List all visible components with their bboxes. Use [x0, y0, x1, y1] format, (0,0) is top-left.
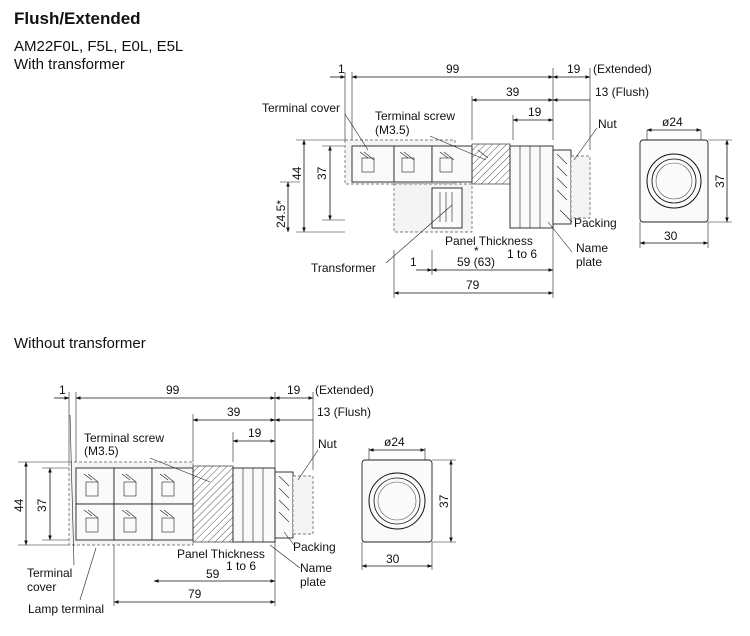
section-title: Flush/Extended — [14, 9, 141, 28]
dim-19: 19 — [248, 426, 262, 440]
dim-59: 59 — [206, 567, 220, 581]
label-1-to-6: 1 to 6 — [226, 559, 256, 573]
label-transformer: Transformer — [311, 261, 376, 275]
label-panel-thickness: Panel Thickness — [177, 547, 265, 561]
label-cover: cover — [27, 580, 56, 594]
dim-1: 1 — [59, 383, 66, 397]
dim-side-30: 30 — [664, 229, 678, 243]
dim-79: 79 — [188, 587, 202, 601]
drawing-with-transformer: 1 99 19 (Extended) 39 13 (Flush) 19 44 3… — [262, 62, 732, 298]
dim-39: 39 — [506, 85, 520, 99]
label-terminal: Terminal — [27, 566, 72, 580]
label-name: Name — [576, 241, 608, 255]
label-1-to-6: 1 to 6 — [507, 247, 537, 261]
dim-13-flush: 13 (Flush) — [317, 405, 371, 419]
dim-99: 99 — [166, 383, 180, 397]
dim-19-extended: 19 — [287, 383, 301, 397]
label-packing: Packing — [293, 540, 336, 554]
dim-59: 59 (63) — [457, 255, 495, 269]
extended-label: (Extended) — [593, 62, 652, 76]
label-nut: Nut — [598, 117, 617, 131]
dim-diameter: ø24 — [384, 435, 405, 449]
dim-side-30: 30 — [386, 552, 400, 566]
dim-37: 37 — [315, 166, 329, 180]
label-nut: Nut — [318, 437, 337, 451]
label-name: Name — [300, 561, 332, 575]
label-terminal-cover: Terminal cover — [262, 101, 340, 115]
dim-99: 99 — [446, 62, 460, 76]
dim-side-37: 37 — [437, 494, 451, 508]
dim-39: 39 — [227, 405, 241, 419]
extended-label: (Extended) — [315, 383, 374, 397]
dim-diameter: ø24 — [662, 115, 683, 129]
dim-19-extended: 19 — [567, 62, 581, 76]
without-transformer-heading: Without transformer — [14, 335, 146, 352]
label-terminal-screw: Terminal screw — [375, 109, 455, 123]
dim-79: 79 — [466, 278, 480, 292]
label-plate: plate — [576, 255, 602, 269]
dim-37: 37 — [35, 498, 49, 512]
dim-13-flush: 13 (Flush) — [595, 85, 649, 99]
model-numbers: AM22F0L, F5L, E0L, E5L — [14, 38, 184, 55]
dim-19: 19 — [528, 105, 542, 119]
dim-24-5: 24.5* — [274, 200, 288, 228]
label-packing: Packing — [574, 216, 617, 230]
label-plate: plate — [300, 575, 326, 589]
label-panel-thickness: Panel Thickness — [445, 234, 533, 248]
dim-44: 44 — [12, 498, 26, 512]
label-terminal-screw: Terminal screw — [84, 431, 164, 445]
label-lamp-terminal: Lamp terminal — [28, 602, 104, 616]
label-star: * — [474, 244, 479, 258]
dim-1-bottom: 1 — [410, 255, 417, 269]
dim-44: 44 — [290, 166, 304, 180]
with-transformer-heading: With transformer — [14, 56, 125, 73]
dim-1: 1 — [338, 62, 345, 76]
label-m35: (M3.5) — [375, 123, 410, 137]
dim-side-37: 37 — [713, 174, 727, 188]
drawing-without-transformer: 1 99 19 (Extended) 39 13 (Flush) 19 44 3… — [12, 383, 456, 616]
label-m35: (M3.5) — [84, 444, 119, 458]
